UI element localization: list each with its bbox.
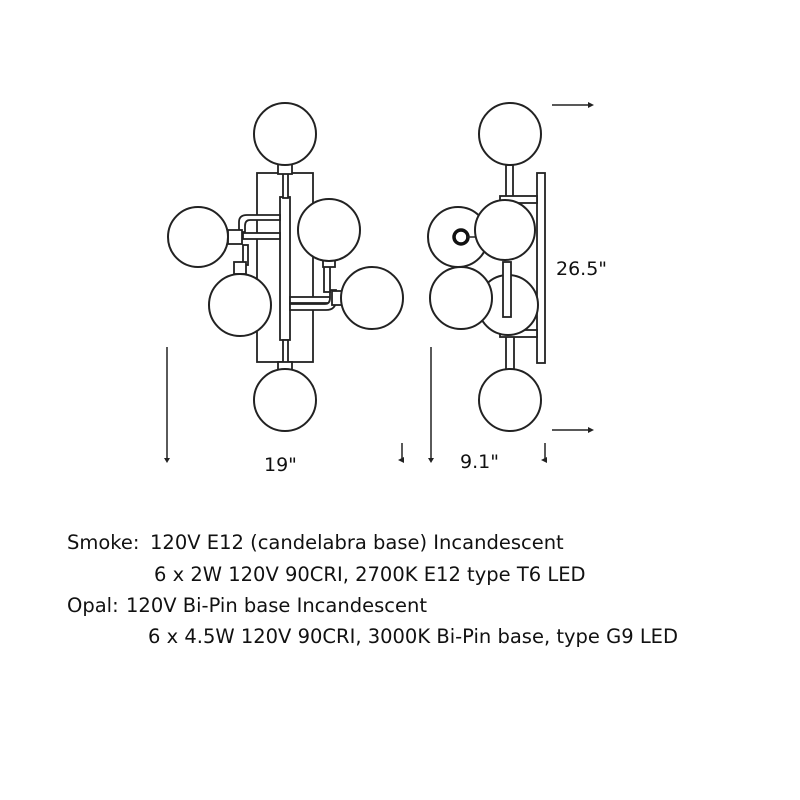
- side-backplate: [536, 172, 546, 364]
- globe: [167, 206, 229, 268]
- globe: [253, 368, 317, 432]
- opal-line1: 120V Bi-Pin base Incandescent: [126, 594, 427, 617]
- smoke-line2: 6 x 2W 120V 90CRI, 2700K E12 type T6 LED: [154, 563, 586, 586]
- side-view: [427, 102, 546, 432]
- opal-line2: 6 x 4.5W 120V 90CRI, 3000K Bi-Pin base, …: [148, 625, 679, 648]
- smoke-line1: 120V E12 (candelabra base) Incandescent: [150, 531, 564, 554]
- globe: [297, 198, 361, 262]
- center-rod: [279, 196, 291, 341]
- opal-label: Opal:: [67, 594, 119, 617]
- dimension-lines: [164, 102, 594, 463]
- globe: [208, 273, 272, 337]
- smoke-label: Smoke:: [67, 531, 140, 554]
- width-dimension: 19": [264, 454, 297, 476]
- front-view: [167, 102, 404, 432]
- depth-dimension: 9.1": [460, 451, 499, 473]
- height-dimension: 26.5": [556, 258, 608, 280]
- globe: [253, 102, 317, 166]
- globe: [340, 266, 404, 330]
